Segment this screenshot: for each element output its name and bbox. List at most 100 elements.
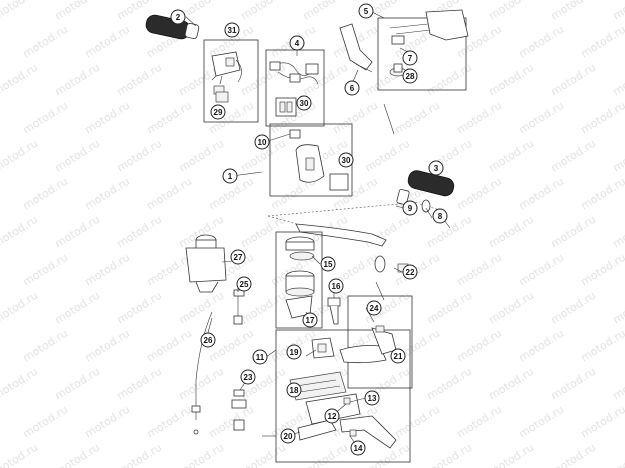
callout-c30a[interactable]: 30: [296, 95, 312, 111]
callout-c27[interactable]: 27: [230, 249, 246, 265]
callout-circle: [344, 80, 360, 96]
throttle-housing: [289, 129, 349, 191]
watermark-text: motod.ru: [20, 327, 70, 365]
watermark-text: motod.ru: [610, 441, 625, 468]
callout-label: 20: [284, 432, 293, 441]
callout-label: 12: [328, 412, 337, 421]
watermark-text: motod.ru: [114, 441, 164, 468]
callout-circle: [366, 300, 382, 316]
callout-c6[interactable]: 6: [344, 80, 360, 96]
callout-circle: [236, 276, 252, 292]
watermark-text: motod.ru: [578, 251, 625, 289]
callout-circle: [240, 369, 256, 385]
callout-label: 11: [256, 353, 265, 362]
callout-c22[interactable]: 22: [402, 264, 418, 280]
kit-box-31: [203, 39, 259, 123]
callout-c2[interactable]: 2: [170, 9, 186, 25]
watermark-text: motod.ru: [516, 175, 566, 213]
callout-circle: [280, 428, 296, 444]
watermark-text: motod.ru: [0, 441, 40, 468]
watermark-text: motod.ru: [0, 137, 40, 175]
callout-c14[interactable]: 14: [350, 440, 366, 456]
watermark-text: motod.ru: [114, 213, 164, 251]
callout-c26[interactable]: 26: [200, 332, 216, 348]
callout-c10[interactable]: 10: [254, 134, 270, 150]
callout-circle: [358, 3, 374, 19]
watermark-text: motod.ru: [238, 0, 288, 23]
watermark-text: motod.ru: [52, 0, 102, 23]
watermark-text: motod.ru: [516, 327, 566, 365]
watermark-text: motod.ru: [486, 0, 536, 23]
callout-c12[interactable]: 12: [324, 408, 340, 424]
watermark-text: motod.ru: [114, 137, 164, 175]
callout-c9[interactable]: 9: [402, 200, 418, 216]
callout-circle: [286, 382, 302, 398]
callout-c5[interactable]: 5: [358, 3, 374, 19]
callout-c3[interactable]: 3: [428, 160, 444, 176]
callout-c31[interactable]: 31: [224, 22, 240, 38]
watermark-text: motod.ru: [52, 441, 102, 468]
watermark-text: motod.ru: [610, 213, 625, 251]
callout-circle: [350, 440, 366, 456]
watermark-text: motod.ru: [548, 61, 598, 99]
watermark-text: motod.ru: [362, 213, 412, 251]
watermark-text: motod.ru: [176, 289, 226, 327]
watermark-text: motod.ru: [0, 213, 40, 251]
callout-c21[interactable]: 21: [390, 348, 406, 364]
watermark-text: motod.ru: [454, 251, 504, 289]
callout-c8[interactable]: 8: [432, 208, 448, 224]
callout-label: 26: [204, 336, 213, 345]
watermark-text: motod.ru: [454, 99, 504, 137]
callout-label: 16: [332, 282, 341, 291]
callout-c29[interactable]: 29: [210, 104, 226, 120]
watermark-text: motod.ru: [144, 99, 194, 137]
callout-circle: [296, 95, 312, 111]
callout-c7[interactable]: 7: [402, 50, 418, 66]
watermark-text: motod.ru: [516, 23, 566, 61]
callout-circle: [432, 208, 448, 224]
callout-c20[interactable]: 20: [280, 428, 296, 444]
watermark-text: motod.ru: [176, 365, 226, 403]
watermark-text: motod.ru: [114, 365, 164, 403]
callout-c4[interactable]: 4: [289, 35, 305, 51]
watermark-text: motod.ru: [516, 99, 566, 137]
callout-c25[interactable]: 25: [236, 276, 252, 292]
callout-c17[interactable]: 17: [302, 312, 318, 328]
watermark-text: motod.ru: [82, 327, 132, 365]
watermark-text: motod.ru: [0, 289, 40, 327]
watermark-text: motod.ru: [610, 0, 625, 23]
callout-c13[interactable]: 13: [364, 390, 380, 406]
callout-c11[interactable]: 11: [252, 349, 268, 365]
watermark-text: motod.ru: [424, 365, 474, 403]
watermark-text: motod.ru: [176, 441, 226, 468]
callout-c24[interactable]: 24: [366, 300, 382, 316]
callout-circle: [364, 390, 380, 406]
callout-c15[interactable]: 15: [320, 256, 336, 272]
callout-c23[interactable]: 23: [240, 369, 256, 385]
callout-c30b[interactable]: 30: [338, 152, 354, 168]
callout-label: 21: [394, 352, 403, 361]
callout-c28[interactable]: 28: [402, 68, 418, 84]
callout-circle: [402, 200, 418, 216]
callout-label: 1: [228, 172, 233, 181]
callout-c1[interactable]: 1: [222, 168, 238, 184]
callout-label: 3: [434, 164, 439, 173]
callout-label: 2: [176, 13, 181, 22]
watermark-text: motod.ru: [330, 99, 380, 137]
watermark-text: motod.ru: [454, 175, 504, 213]
watermark-text: motod.ru: [82, 23, 132, 61]
callout-circle: [289, 35, 305, 51]
watermark-text: motod.ru: [424, 441, 474, 468]
callout-c18[interactable]: 18: [286, 382, 302, 398]
callout-c16[interactable]: 16: [328, 278, 344, 294]
callout-c19[interactable]: 19: [286, 344, 302, 360]
watermark-text: motod.ru: [578, 403, 625, 441]
watermark-text: motod.ru: [238, 61, 288, 99]
watermark-text: motod.ru: [52, 61, 102, 99]
callout-label: 5: [364, 7, 369, 16]
callout-label: 14: [354, 444, 363, 453]
callout-label: 23: [244, 373, 253, 382]
watermark-text: motod.ru: [610, 61, 625, 99]
callout-label: 19: [290, 348, 299, 357]
watermark-text: motod.ru: [578, 23, 625, 61]
